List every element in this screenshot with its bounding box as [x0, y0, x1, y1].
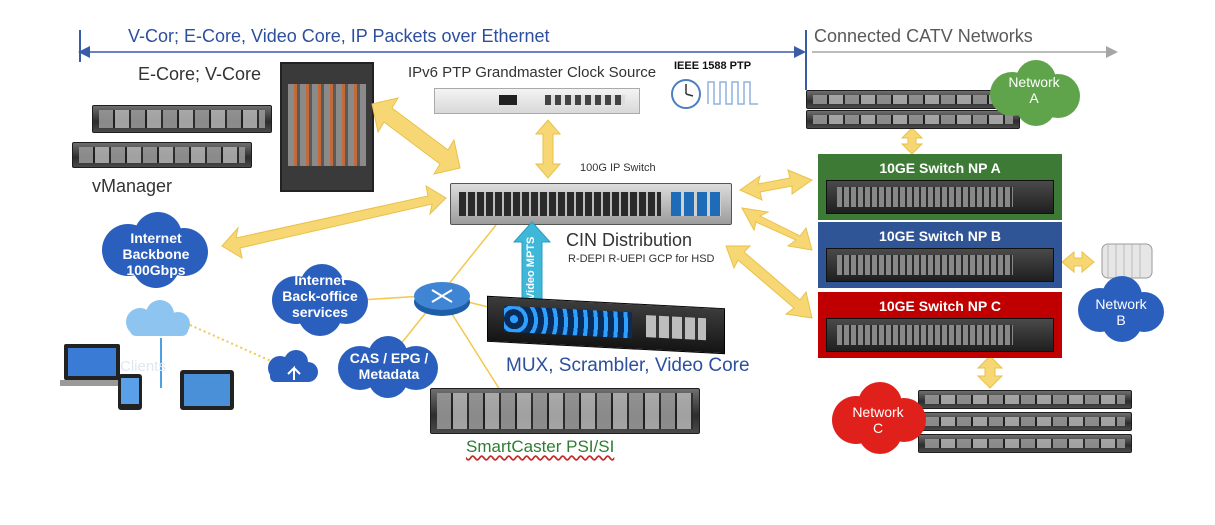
- cas-cloud: [338, 336, 438, 398]
- ecore-server-2: [72, 142, 252, 168]
- ieee-1588-label: IEEE 1588 PTP: [674, 60, 752, 72]
- np-switch-b: 10GE Switch NP B: [818, 222, 1062, 288]
- vmanager-label: vManager: [92, 176, 173, 196]
- ieee-1588-badge: IEEE 1588 PTP: [668, 60, 778, 110]
- clients-group: [60, 300, 318, 410]
- netc-server-1: [918, 390, 1132, 409]
- cas-text: CAS / EPG /Metadata: [349, 350, 429, 382]
- vcore-chassis: [280, 62, 374, 192]
- ecore-server-1: [92, 105, 272, 133]
- arrow-npc-netc: [976, 355, 1004, 389]
- neta-server-2: [806, 110, 1020, 129]
- network-c-cloud: [832, 382, 926, 454]
- np-switch-b-title: 10GE Switch NP B: [879, 228, 1001, 244]
- np-switch-a: 10GE Switch NP A: [818, 154, 1062, 220]
- cin-subtitle: R-DEPI R-UEPI GCP for HSD: [568, 253, 715, 265]
- arrow-switch-npa: [738, 169, 814, 201]
- main-100g-switch: [450, 183, 732, 225]
- cin-title: CIN Distribution: [566, 230, 693, 250]
- smartcaster-label: SmartCaster PSI/SI: [466, 437, 615, 456]
- smartcaster-server: [430, 388, 700, 434]
- internet-backbone-cloud: [102, 212, 208, 288]
- netc-server-3: [918, 434, 1132, 453]
- arrow-core-switch: [371, 97, 461, 175]
- np-switch-a-title: 10GE Switch NP A: [879, 160, 1001, 176]
- arrow-neta-npa: [900, 127, 924, 155]
- network-a-cloud: [990, 60, 1080, 126]
- ptp-grandmaster-device: [434, 88, 640, 114]
- backoffice-cloud: [272, 264, 368, 336]
- arrow-cin-npc: [725, 245, 813, 319]
- np-switch-c-title: 10GE Switch NP C: [879, 298, 1001, 314]
- arrow-switch-npb: [741, 207, 813, 251]
- arrow-ptp-switch: [534, 119, 562, 179]
- arrow-switch-backbone: [221, 184, 447, 260]
- right-banner-title: Connected CATV Networks: [814, 26, 1033, 46]
- router-icon: [414, 282, 470, 316]
- netc-server-2: [918, 412, 1132, 431]
- ecore-label: E-Core; V-Core: [138, 64, 262, 84]
- np-switch-c: 10GE Switch NP C: [818, 292, 1062, 358]
- left-banner-title: V-Cor; E-Core, Video Core, IP Packets ov…: [128, 26, 550, 46]
- clock-icon: [671, 79, 758, 109]
- switch-label: 100G IP Switch: [580, 162, 656, 174]
- mux-label: MUX, Scrambler, Video Core: [506, 355, 750, 376]
- clients-label: Clients: [120, 358, 166, 375]
- network-b-cloud: [1078, 276, 1164, 342]
- ptp-grandmaster-label: IPv6 PTP Grandmaster Clock Source: [408, 64, 657, 81]
- video-mpts-label: Video MPTS: [525, 236, 537, 300]
- arrow-npb-netb: [1061, 250, 1095, 274]
